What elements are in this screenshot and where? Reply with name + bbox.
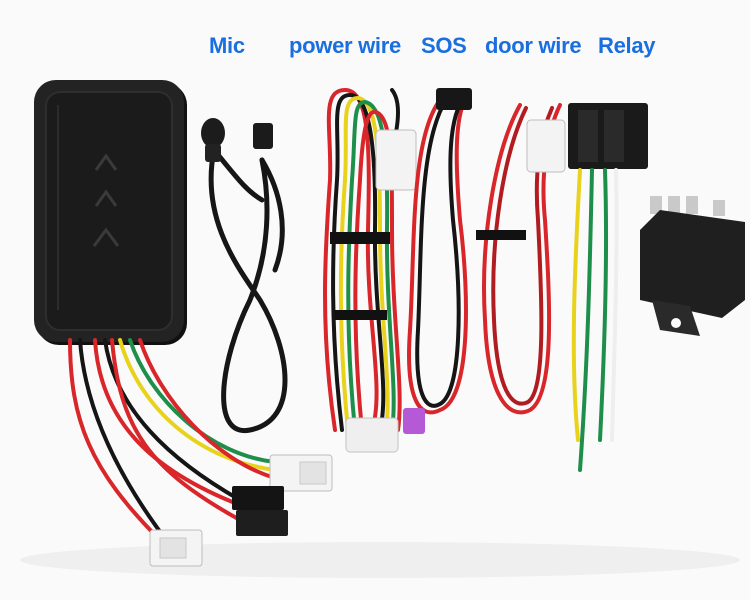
door-wire [482,103,562,415]
gps-tracker-device [34,80,187,345]
relay-module [640,196,745,336]
microphone-head-icon [201,118,225,162]
sos-button-icon [436,88,472,110]
power-plug [345,417,399,453]
label-mic: Mic [209,33,245,58]
sos-plug [403,408,425,434]
power-wire-bundle [323,87,402,432]
door-connector [526,119,566,173]
cable-tie [330,232,390,244]
floor-shadow [20,542,740,578]
label-sos: SOS [421,33,467,58]
cable-tie-3 [476,230,526,240]
cable-tie-2 [335,310,387,320]
tracker-wire-harness [68,338,277,547]
sos-wire [407,98,468,415]
power-connector [375,129,417,191]
label-door-wire: door wire [485,33,582,58]
microphone-cable [208,147,288,433]
relay-harness [568,103,648,472]
tracker-connectors [149,454,333,567]
mic-plug [253,123,273,149]
chevron-logo-icon [92,153,120,247]
label-relay: Relay [598,33,656,58]
label-power-wire: power wire [289,33,401,58]
